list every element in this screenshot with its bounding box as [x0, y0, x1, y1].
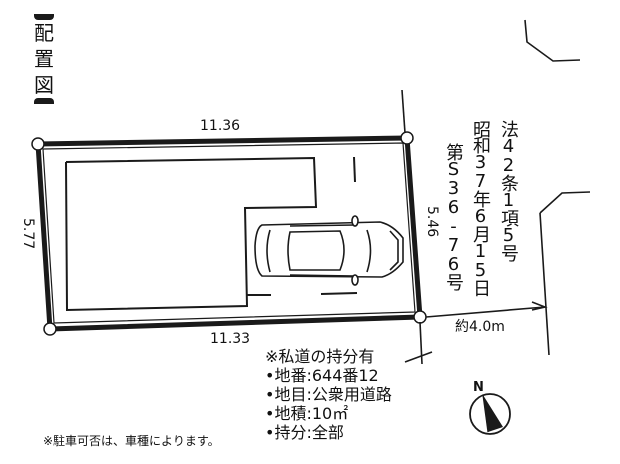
road-info-line: •地目:公衆用道路	[265, 385, 392, 404]
road-info-heading: ※私道の持分有	[265, 347, 375, 366]
road-designation-date: 昭和37年6月15日	[470, 120, 491, 295]
road-lines	[401, 19, 591, 365]
dimension-right: 5.46	[424, 206, 440, 238]
compass-north-label: N	[473, 380, 484, 395]
title-char: 図	[34, 73, 54, 97]
title-char: 置	[34, 47, 54, 71]
road-info-block: ※私道の持分有 •地番:644番12 •地目:公衆用道路 •地積:10㎡ •持分…	[265, 347, 392, 442]
road-info-line: •地番:644番12	[265, 366, 379, 385]
road-info-line: •持分:全部	[265, 423, 344, 442]
parking-footnote: ※駐車可否は、車種によります。	[43, 434, 220, 448]
road-info-line: •地積:10㎡	[265, 404, 349, 423]
road-designation-number: 第S36-76号	[443, 143, 464, 289]
road-law-article: 法42条1項5号	[498, 120, 519, 260]
north-compass-icon	[469, 393, 511, 435]
dimension-bottom: 11.33	[210, 331, 251, 347]
dimension-top: 11.36	[200, 118, 241, 134]
building-outline	[65, 156, 318, 312]
road-width-label: 約4.0m	[455, 319, 505, 335]
title-bracket-bottom	[34, 98, 54, 104]
title-char: 配	[34, 21, 54, 45]
parking-lines	[247, 156, 358, 296]
title-bracket-top	[34, 14, 54, 20]
dimension-left: 5.77	[20, 218, 36, 250]
car-icon	[254, 215, 404, 286]
page-title: 配 置 図	[31, 14, 57, 104]
